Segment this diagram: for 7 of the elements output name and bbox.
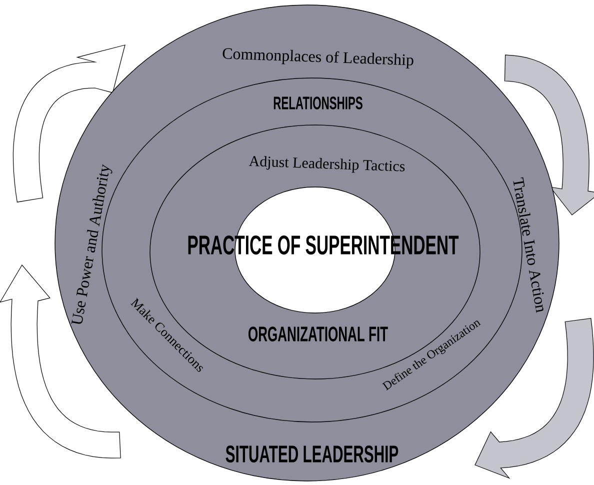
ring-label: Use Power and Authority (71, 164, 112, 324)
ring-label: SITUATED LEADERSHIP (226, 446, 398, 462)
ring-label: Commonplaces of Leadership (222, 48, 414, 69)
ring-label: Translate Into Action (513, 177, 544, 313)
ring-label: RELATIONSHIPS (274, 96, 362, 110)
ring-label: ORGANIZATIONAL FIT (248, 326, 388, 342)
ring-label: Adjust Leadership Tactics (248, 156, 405, 173)
